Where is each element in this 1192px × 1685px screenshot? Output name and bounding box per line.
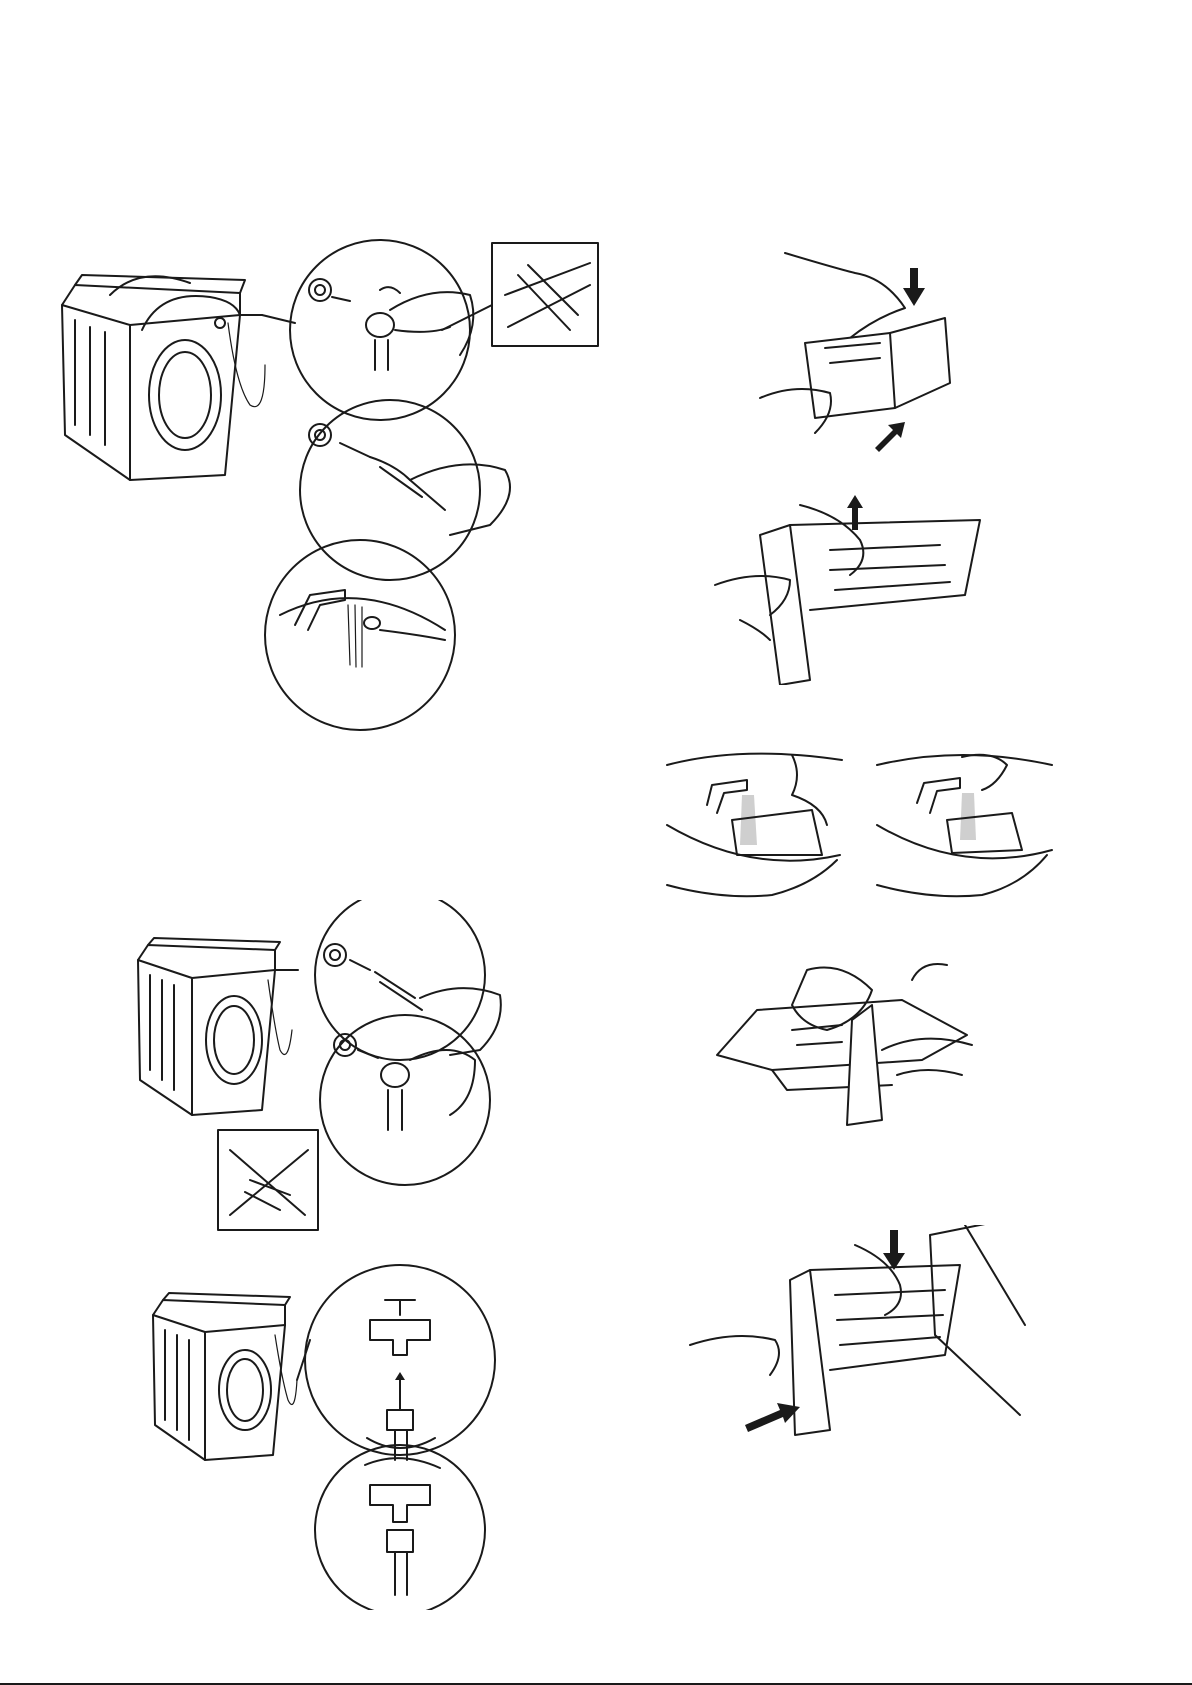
lift-siphon-figure [710,490,1000,685]
washing-machine-illustration [153,1293,297,1460]
brush-clean-figure [712,950,987,1145]
pliers-not-allowed-box [218,1130,318,1230]
pull-drawer-figure [755,248,990,463]
pliers-filter-circle [300,400,510,580]
screw-hose-circle [320,1015,490,1185]
washing-machine-illustration [62,275,265,480]
filter-refit-figure [130,900,530,1235]
rinse-filter-circle [265,540,455,730]
reinsert-drawer-figure [685,1225,1030,1450]
insert-filter-circle [315,900,501,1060]
rinse-drawer-image [667,754,842,897]
washing-machine-illustration [138,938,298,1115]
tap-connection-figure [145,1260,535,1610]
rinse-siphon-image [877,755,1052,896]
filter-removal-figure [50,235,615,795]
rinse-parts-figure [662,735,1057,905]
tighten-connector-circle [315,1445,485,1610]
connect-tap-circle [297,1265,495,1460]
